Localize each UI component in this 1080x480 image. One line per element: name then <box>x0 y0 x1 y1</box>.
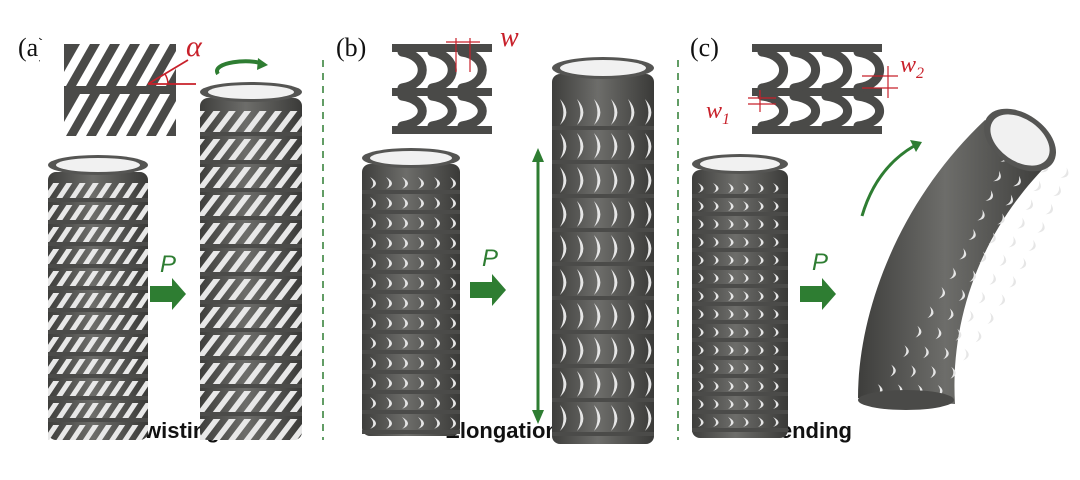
elongation-arrow-icon <box>532 148 544 424</box>
elongation-unit-cell <box>392 44 492 134</box>
w2-symbol: w2 <box>900 52 924 82</box>
tube-a-twisted <box>200 82 302 440</box>
caption-elongation: Elongation <box>445 418 559 443</box>
twist-arrow-icon <box>215 58 268 76</box>
pressure-arrow-a-icon <box>150 278 186 310</box>
alpha-angle-marker: α <box>147 30 203 85</box>
width-w2-marker: w2 <box>862 52 924 98</box>
bending-arrow-icon <box>860 140 922 217</box>
alpha-symbol: α <box>186 30 203 63</box>
tube-c-bent <box>858 108 1069 410</box>
panel-label-b: (b) <box>336 33 366 62</box>
w1-symbol: w1 <box>706 98 730 128</box>
tube-a-initial <box>48 155 148 440</box>
tube-c-initial <box>692 154 788 438</box>
twist-unit-cell <box>40 40 210 140</box>
width-w1-marker: w1 <box>706 90 776 128</box>
width-w-marker: w <box>446 22 519 72</box>
tube-b-elongated <box>552 57 654 444</box>
panel-label-c: (c) <box>690 33 719 62</box>
w-symbol: w <box>500 22 519 53</box>
pressure-arrow-b-icon <box>470 274 506 306</box>
pressure-label-c: P <box>812 249 828 276</box>
pressure-label-b: P <box>482 245 498 272</box>
tube-b-initial <box>362 148 460 436</box>
bending-unit-cell <box>752 44 885 134</box>
pressure-label-a: P <box>160 251 176 278</box>
pressure-arrow-c-icon <box>800 278 836 310</box>
